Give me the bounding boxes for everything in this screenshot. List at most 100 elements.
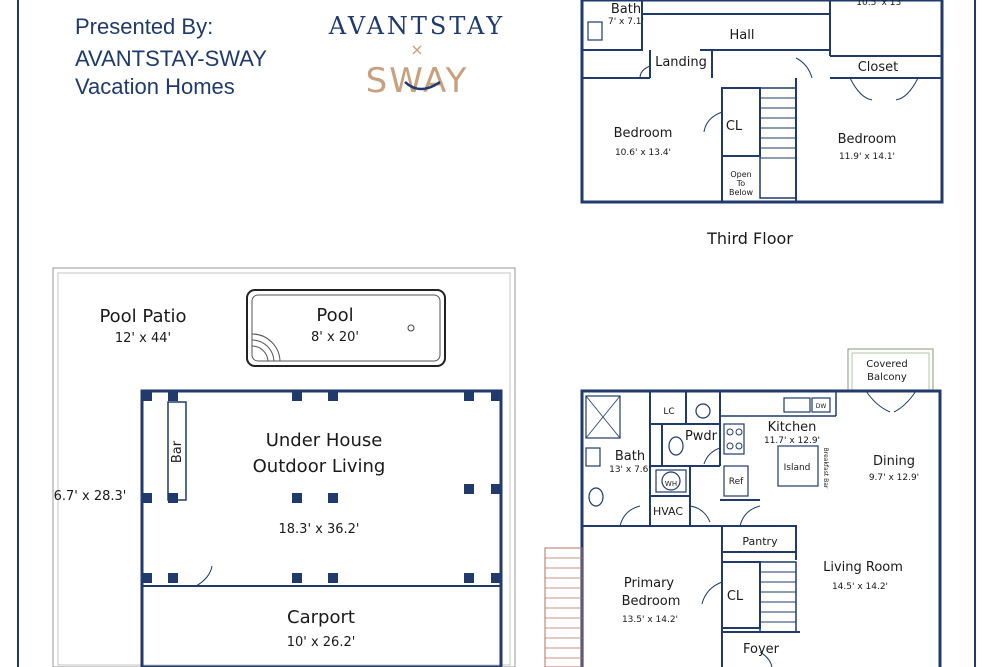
toilet-icon xyxy=(585,447,601,467)
second-cl-door xyxy=(701,581,723,605)
pool-patio-label: Pool Patio xyxy=(99,306,186,327)
avantstay-sway-logo: AVANTSTAY × SWAY xyxy=(328,12,506,101)
open-to-below-line1: Open xyxy=(730,170,751,179)
pool-steps xyxy=(251,345,269,362)
third-bedroom-right-dim: 11.9' x 14.1' xyxy=(839,152,895,162)
covered-balcony-outline xyxy=(847,348,934,392)
carport-label: Carport xyxy=(287,607,355,628)
pool-outline xyxy=(246,289,446,367)
closet-label: Closet xyxy=(858,60,899,75)
bedroom-right-door xyxy=(795,57,813,79)
ref-label: Ref xyxy=(729,477,744,487)
breakfast-bar-label: Breakfast Bar xyxy=(822,448,829,489)
logo-avantstay: AVANTSTAY xyxy=(328,12,506,40)
bath-door xyxy=(619,505,641,527)
hvac-door xyxy=(689,505,711,523)
pwdr-sink-icon xyxy=(668,436,684,456)
second-cl-label: CL xyxy=(727,589,744,604)
logo-x: × xyxy=(410,40,423,59)
cl-door xyxy=(703,111,723,133)
second-floor-plan: Covered Balcony LC Pwdr Kitchen 11.7' x … xyxy=(544,348,942,667)
ground-level-plan: Pool Patio 12' x 44' Pool 8' x 20' Bar U… xyxy=(52,267,516,667)
kitchen-sink-icon xyxy=(783,397,811,413)
wh-label: WH xyxy=(665,480,677,488)
pool-dim: 8' x 20' xyxy=(311,330,359,345)
toilet-icon xyxy=(587,21,603,41)
closet-door-left xyxy=(849,77,873,101)
outdoor-living-label-2: Outdoor Living xyxy=(253,456,386,477)
presenter-line-2: AVANTSTAY-SWAY xyxy=(75,46,267,71)
open-to-below-line2: To xyxy=(736,179,746,188)
pantry-label: Pantry xyxy=(742,535,778,548)
third-bath-dim: 7' x 7.1' xyxy=(608,17,644,27)
pwdr-label: Pwdr xyxy=(685,429,718,444)
second-floor-outline xyxy=(580,389,942,667)
outdoor-living-label-1: Under House xyxy=(266,430,383,451)
third-floor-caption: Third Floor xyxy=(706,229,793,248)
pool-label: Pool xyxy=(316,305,353,326)
presenter-block: Presented By: AVANTSTAY-SWAY Vacation Ho… xyxy=(75,14,267,99)
covered-balcony-line1: Covered xyxy=(866,359,908,370)
island-label: Island xyxy=(784,463,811,473)
pwdr-door xyxy=(703,447,721,465)
outdoor-living-outline xyxy=(140,389,503,667)
presenter-line-1: Presented By: xyxy=(75,14,213,39)
carport-dim: 10' x 26.2' xyxy=(287,635,356,650)
primary-bedroom-dim: 13.5' x 14.2' xyxy=(622,615,678,625)
pool-drain-icon xyxy=(407,324,415,332)
foyer-label: Foyer xyxy=(743,642,780,657)
pool-patio-dim: 12' x 44' xyxy=(115,331,171,346)
third-top-right-dim: 10.5' x 13' xyxy=(856,0,904,8)
range-icon xyxy=(723,423,745,455)
dining-label: Dining xyxy=(873,454,915,469)
presenter-line-3: Vacation Homes xyxy=(75,74,235,99)
third-floor-outline xyxy=(580,0,944,204)
third-bath-label: Bath xyxy=(611,2,641,17)
living-room-label: Living Room xyxy=(823,560,903,575)
kitchen-dim: 11.7' x 12.9' xyxy=(764,436,820,446)
third-bedroom-left-label: Bedroom xyxy=(614,126,673,141)
closet-door-right xyxy=(895,77,919,101)
third-stairs xyxy=(759,87,797,199)
second-bath-label: Bath xyxy=(615,449,645,464)
covered-balcony-line2: Balcony xyxy=(867,372,907,383)
hammock-icon xyxy=(404,80,441,91)
dishwasher-box xyxy=(811,397,831,413)
primary-bedroom-label-2: Bedroom xyxy=(622,594,681,609)
carport-door xyxy=(195,565,213,587)
bar-label: Bar xyxy=(170,440,185,463)
island-box xyxy=(777,445,819,487)
kitchen-label: Kitchen xyxy=(768,420,817,435)
dw-label: DW xyxy=(816,403,827,410)
front-door xyxy=(759,651,773,667)
primary-bedroom-label-1: Primary xyxy=(624,576,675,591)
balcony-door-right xyxy=(893,390,917,413)
second-bath-dim: 13' x 7.6' xyxy=(609,465,651,475)
balcony-door-left xyxy=(865,390,891,413)
lc-label: LC xyxy=(663,407,674,417)
logo-sway: SWAY xyxy=(366,61,469,101)
landing-label: Landing xyxy=(655,55,707,70)
landing-door xyxy=(639,65,651,79)
pwdr-toilet-icon xyxy=(695,403,711,419)
third-bedroom-right-label: Bedroom xyxy=(838,132,897,147)
third-cl-label: CL xyxy=(726,119,743,134)
side-area-dim: 6.7' x 28.3' xyxy=(54,489,127,504)
living-room-dim: 14.5' x 14.2' xyxy=(832,582,888,592)
third-bedroom-left-dim: 10.6' x 13.4' xyxy=(615,148,671,158)
third-bath-walls xyxy=(581,0,643,51)
open-to-below-line3: Below xyxy=(729,188,754,197)
exterior-stairs xyxy=(544,547,583,667)
sink-icon xyxy=(588,487,604,507)
pantry-door xyxy=(739,505,761,527)
dining-dim: 9.7' x 12.9' xyxy=(869,473,919,483)
pool-patio-outline xyxy=(52,267,516,667)
third-stair-treads xyxy=(760,97,796,159)
outdoor-living-dim: 18.3' x 36.2' xyxy=(279,522,360,537)
refrigerator-box xyxy=(723,465,749,497)
support-posts xyxy=(142,391,501,583)
third-floor-plan: Bath 7' x 7.1' 10.5' x 13' Hall Landing … xyxy=(580,0,944,248)
hall-label: Hall xyxy=(730,28,755,43)
hvac-label: HVAC xyxy=(653,505,683,518)
